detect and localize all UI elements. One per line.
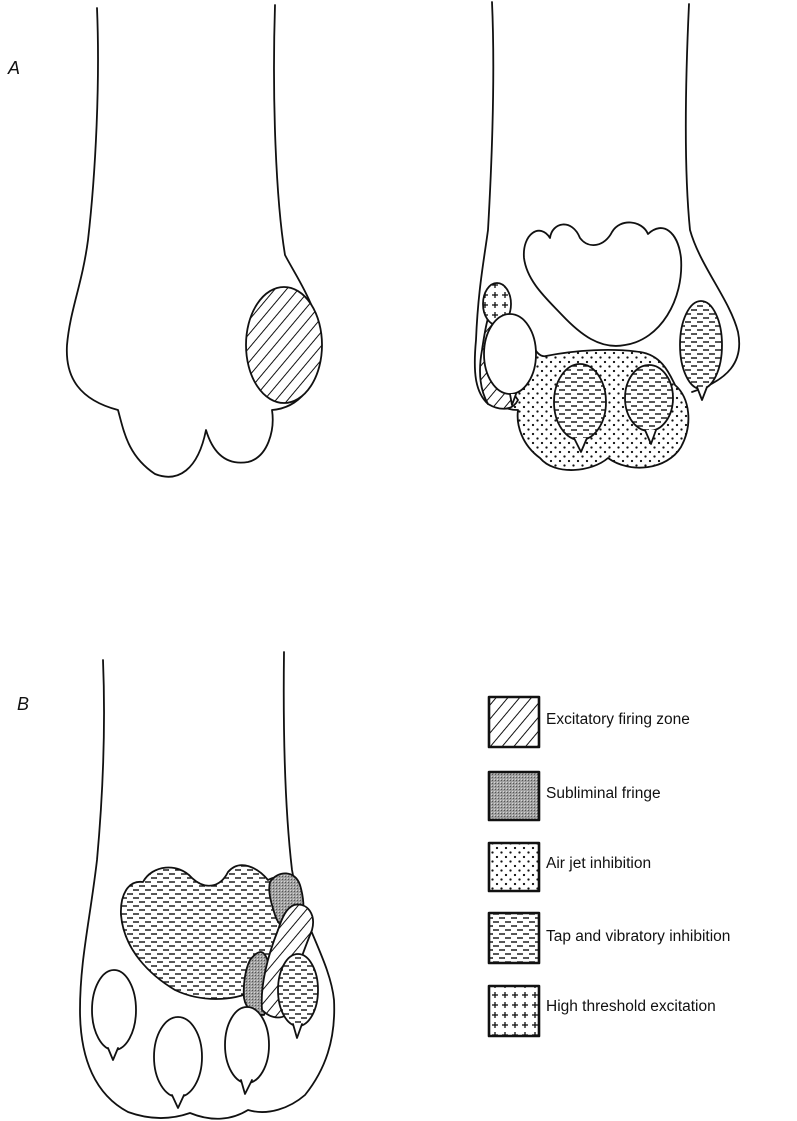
panel-a-plantar-paw	[475, 2, 739, 470]
plantar-pad-a	[524, 222, 681, 345]
legend-swatch-subliminal	[489, 772, 539, 820]
toe-pad-b2	[154, 1017, 202, 1097]
panel-b-plantar-paw	[80, 652, 334, 1119]
toe-pad-a3	[625, 365, 673, 431]
dorsal-paw-outline	[67, 5, 320, 477]
toe-pad-a1	[484, 314, 536, 394]
toe-pad-a2	[554, 364, 606, 440]
legend-swatch-air-jet	[489, 843, 539, 891]
legend-swatch-high-threshold	[489, 986, 539, 1036]
toe-pad-b4	[278, 954, 318, 1026]
toe-pad-b1	[92, 970, 136, 1050]
legend	[489, 697, 539, 1036]
toe-pad-b3	[225, 1007, 269, 1083]
legend-swatch-excitatory	[489, 697, 539, 747]
dorsal-excitatory-field	[246, 287, 322, 403]
panel-a-dorsal-paw	[67, 5, 322, 477]
legend-swatch-tap-vibratory	[489, 913, 539, 963]
toe-pad-a4	[680, 301, 722, 389]
